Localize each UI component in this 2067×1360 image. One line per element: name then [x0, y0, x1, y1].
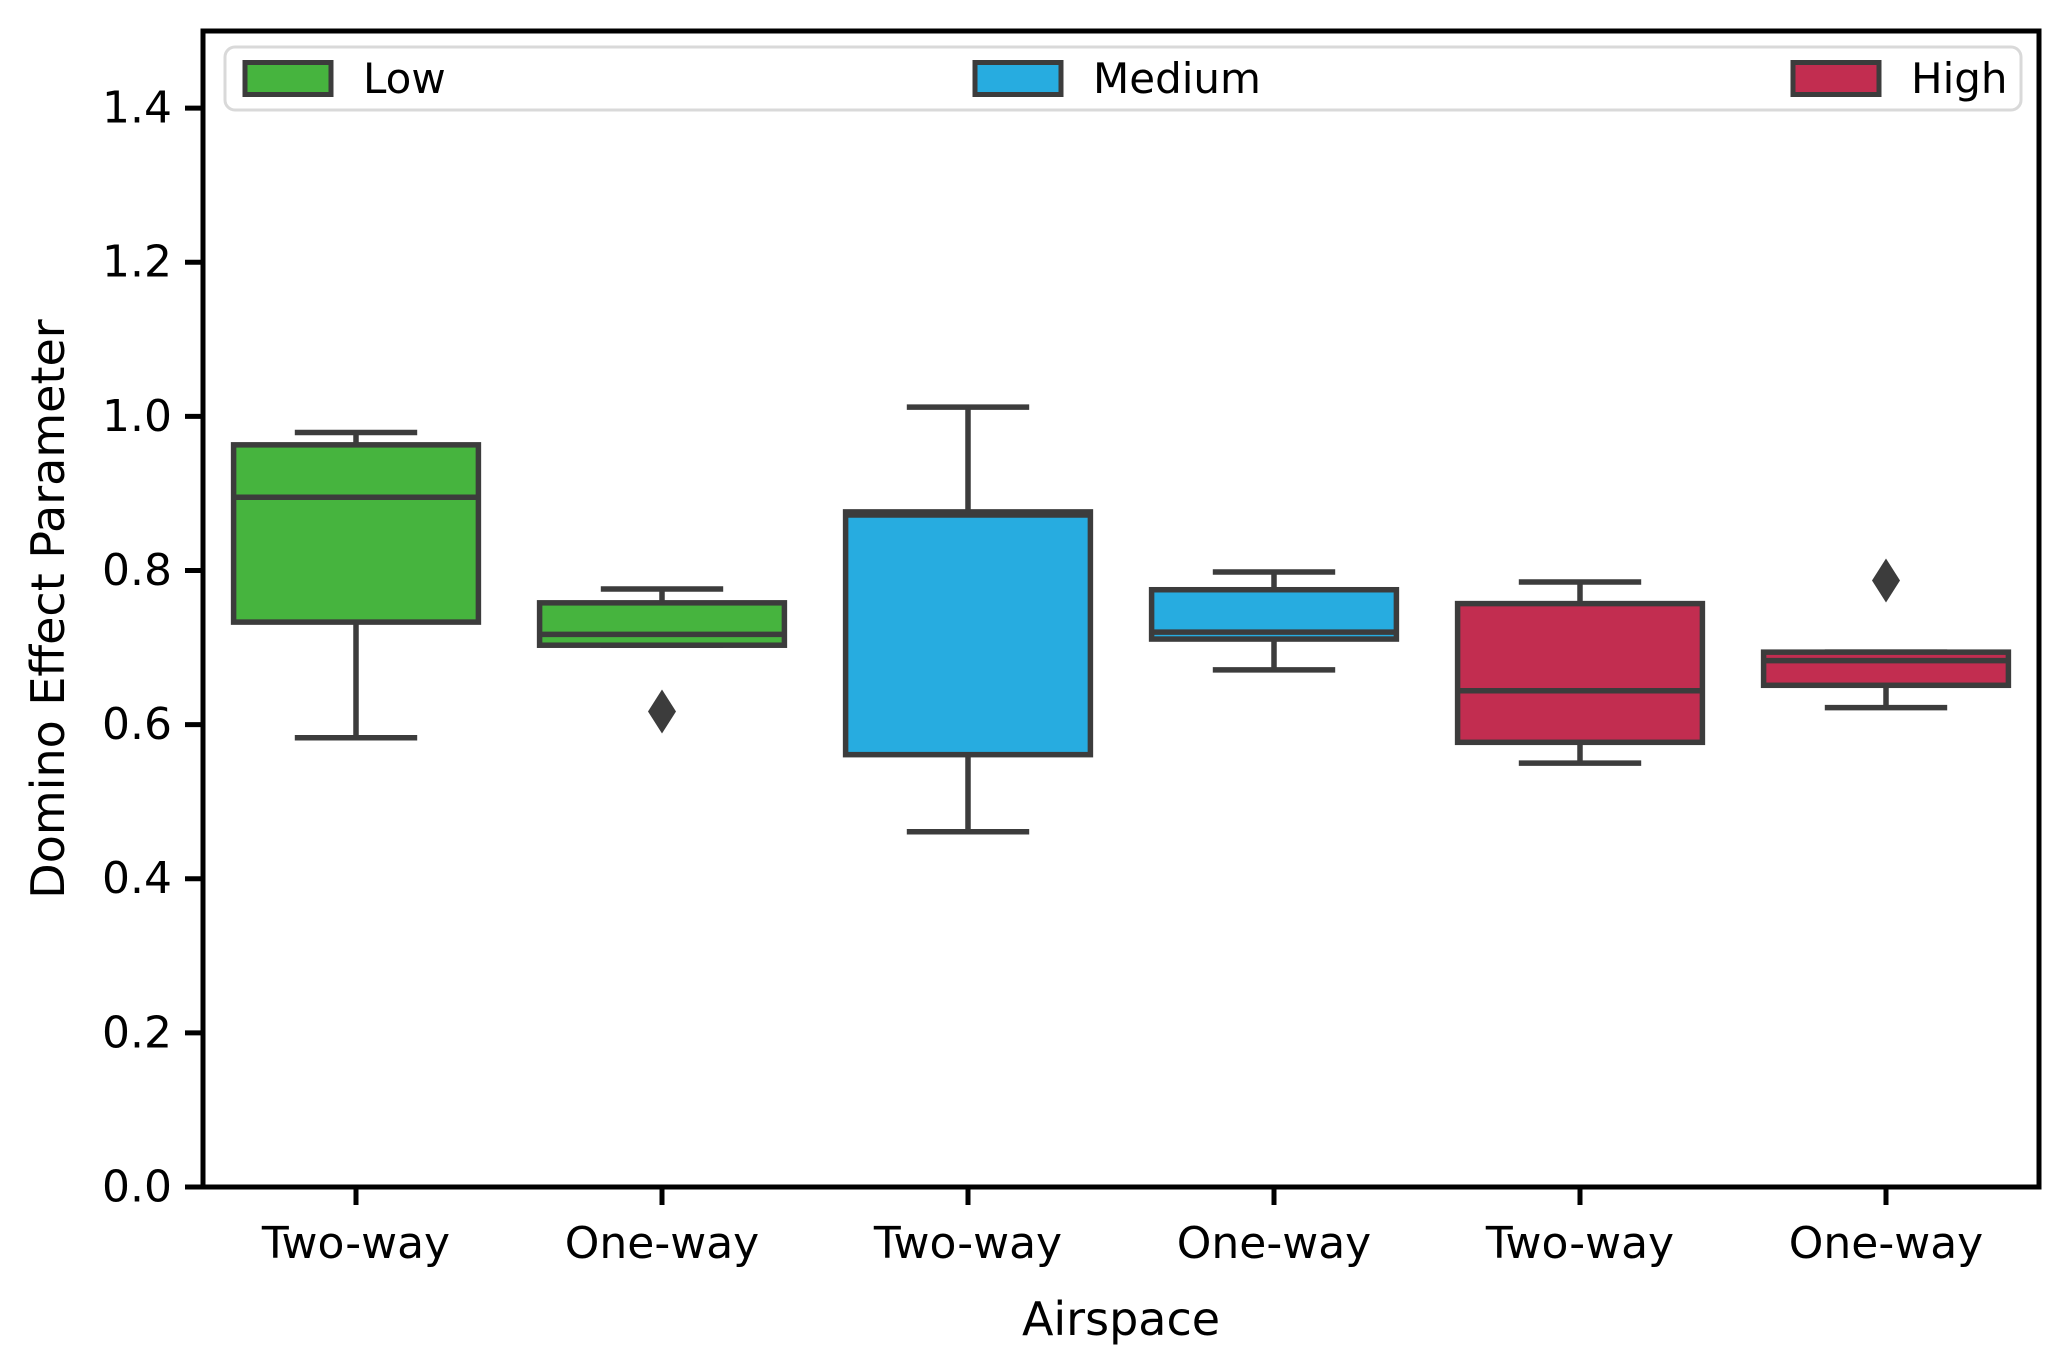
legend-frame — [223, 45, 2023, 112]
legend-label: High — [1911, 54, 2008, 103]
x-tick-label: Two-way — [261, 1218, 450, 1269]
legend-item-medium: Medium — [972, 54, 1261, 103]
box-medium-one-way — [1148, 569, 1400, 673]
x-tick-label: Two-way — [873, 1218, 1062, 1269]
box-low-one-way — [536, 586, 788, 734]
x-tick-label: One-way — [1789, 1218, 1983, 1269]
x-tick-label: One-way — [1177, 1218, 1371, 1269]
y-tick-label: 0.2 — [102, 1007, 172, 1058]
y-tick-label: 1.2 — [102, 237, 172, 288]
box-iqr — [842, 509, 1094, 758]
box-medium-two-way — [842, 404, 1094, 835]
y-tick-label: 1.4 — [102, 83, 172, 134]
box-iqr — [536, 600, 788, 648]
legend-label: Medium — [1093, 54, 1261, 103]
axes-frame — [200, 28, 2042, 1190]
legend-label: Low — [363, 54, 446, 103]
outlier-diamond — [648, 689, 676, 734]
legend: Low Medium High — [223, 45, 2023, 112]
y-axis-label: Domino Effect Parameter — [21, 319, 75, 898]
legend-swatch-high — [1790, 60, 1882, 97]
legend-item-low: Low — [242, 54, 446, 103]
legend-swatch-medium — [972, 60, 1064, 97]
y-tick-label: 0.8 — [102, 545, 172, 596]
x-tick-label: Two-way — [1485, 1218, 1674, 1269]
x-axis-label: Airspace — [1022, 1292, 1220, 1346]
legend-item-high: High — [1790, 54, 2008, 103]
box-high-two-way — [1454, 579, 1706, 766]
y-tick-label: 1.0 — [102, 391, 172, 442]
x-tick-label: One-way — [565, 1218, 759, 1269]
legend-swatch-low — [242, 60, 334, 97]
y-tick-label: 0.6 — [102, 699, 172, 750]
y-tick-label: 0.0 — [102, 1162, 172, 1213]
y-tick-label: 0.4 — [102, 853, 172, 904]
box-iqr — [1454, 600, 1706, 746]
box-low-two-way — [230, 429, 482, 741]
box-high-one-way — [1760, 558, 2012, 711]
box-iqr — [1760, 649, 2012, 689]
box-iqr — [230, 442, 482, 625]
outlier-diamond — [1872, 558, 1900, 603]
